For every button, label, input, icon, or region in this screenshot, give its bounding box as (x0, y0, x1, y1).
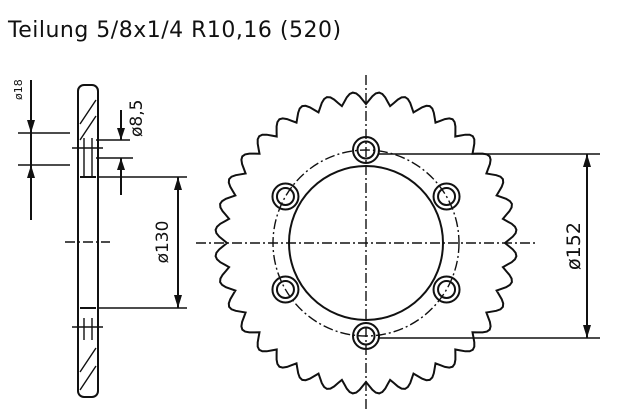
bolt-hole (271, 275, 300, 304)
bolt-hole (432, 182, 461, 211)
bolt-hole (352, 136, 380, 164)
plate-section (77, 84, 99, 398)
bolt-hole (352, 322, 380, 350)
hatching (79, 99, 97, 391)
dim-center-bore: ø152 (563, 222, 585, 270)
front-view: ø152 (196, 75, 600, 412)
bolt-hole (271, 182, 300, 211)
drawing-title: Teilung 5/8x1/4 R10,16 (520) (8, 18, 342, 43)
bolt-hole (432, 275, 461, 304)
dim-bolt-hole: ø8,5 (127, 100, 147, 137)
dim-bolt-circle: ø130 (153, 221, 173, 264)
side-view: ø18 ø8,5 ø130 (12, 79, 187, 398)
dim-hub-hole: ø18 (12, 79, 25, 100)
